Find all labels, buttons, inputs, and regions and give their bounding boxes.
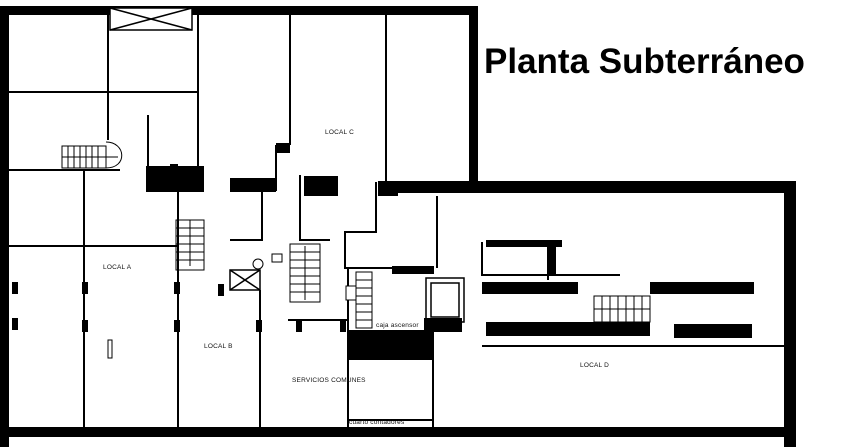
wall-blocks <box>12 143 754 360</box>
page-title: Planta Subterráneo <box>484 42 805 81</box>
elevator-shaft-top <box>109 7 193 31</box>
staircase-local-a <box>175 219 205 271</box>
staircase-common <box>345 271 373 329</box>
staircase-local-d <box>593 295 651 323</box>
label-caja-ascensor: caja ascensor <box>376 322 419 329</box>
label-servicios-comunes: SERVICIOS COMUNES <box>292 377 366 384</box>
column-marker <box>107 339 113 359</box>
label-local-b: LOCAL B <box>204 343 233 350</box>
toilet-fixture <box>252 253 283 270</box>
staircase-central <box>289 243 321 303</box>
label-local-c: LOCAL C <box>325 129 354 136</box>
staircase-top-left <box>61 141 123 169</box>
label-cuarto-contadores: cuarto contadores <box>349 419 405 426</box>
label-local-a: LOCAL A <box>103 264 132 271</box>
elevator-shaft <box>229 269 261 291</box>
elevator-window <box>425 277 465 323</box>
label-local-d: LOCAL D <box>580 362 609 369</box>
outer-walls <box>0 6 796 447</box>
